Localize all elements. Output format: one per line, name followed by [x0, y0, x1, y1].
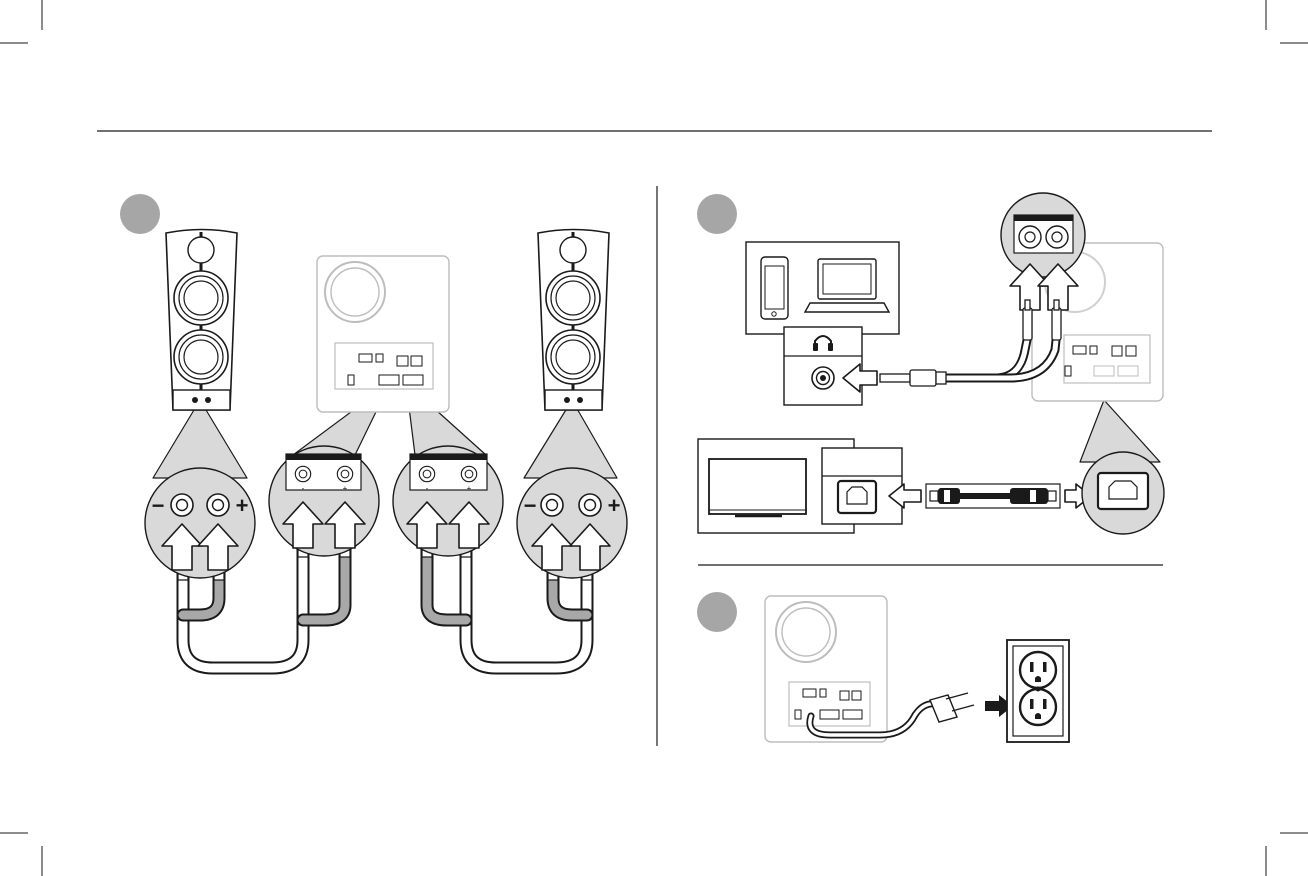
sub-left-plus: + — [343, 484, 348, 493]
subwoofer-step-3 — [765, 596, 887, 742]
plus-label-right: + — [608, 493, 621, 518]
tv-optical-panel — [822, 448, 902, 524]
aux-plug — [880, 370, 946, 386]
zoom-sub-output-right: - + — [393, 446, 503, 556]
headphone-jack-panel — [784, 327, 862, 405]
optical-port-icon — [838, 481, 876, 513]
minus-label: − — [152, 493, 165, 518]
zoom-left-speaker-terminals: − + — [145, 468, 255, 578]
sub-right-minus: - — [426, 484, 429, 493]
sub-left-minus: - — [302, 484, 305, 493]
left-tower-speaker — [166, 230, 237, 411]
laptop-icon — [805, 259, 889, 312]
zoom-right-speaker-terminals: − + — [517, 468, 627, 578]
subwoofer-rear-panel — [317, 256, 449, 412]
step-2-badge — [697, 194, 737, 234]
step-1-badge — [120, 194, 160, 234]
minus-label-right: − — [524, 493, 537, 518]
optical-cable — [926, 484, 1060, 508]
power-plug-icon — [930, 693, 974, 722]
power-outlet-icon — [1007, 640, 1069, 742]
zoom-optical-input — [1082, 452, 1164, 534]
step-3-badge — [697, 592, 737, 632]
zoom-sub-output-left: - + — [269, 446, 379, 556]
source-devices — [746, 242, 899, 334]
sub-right-plus: + — [467, 484, 472, 493]
plus-label: + — [236, 493, 249, 518]
tv-icon — [709, 459, 806, 516]
right-tower-speaker — [538, 230, 609, 411]
smartphone-icon — [761, 257, 788, 319]
